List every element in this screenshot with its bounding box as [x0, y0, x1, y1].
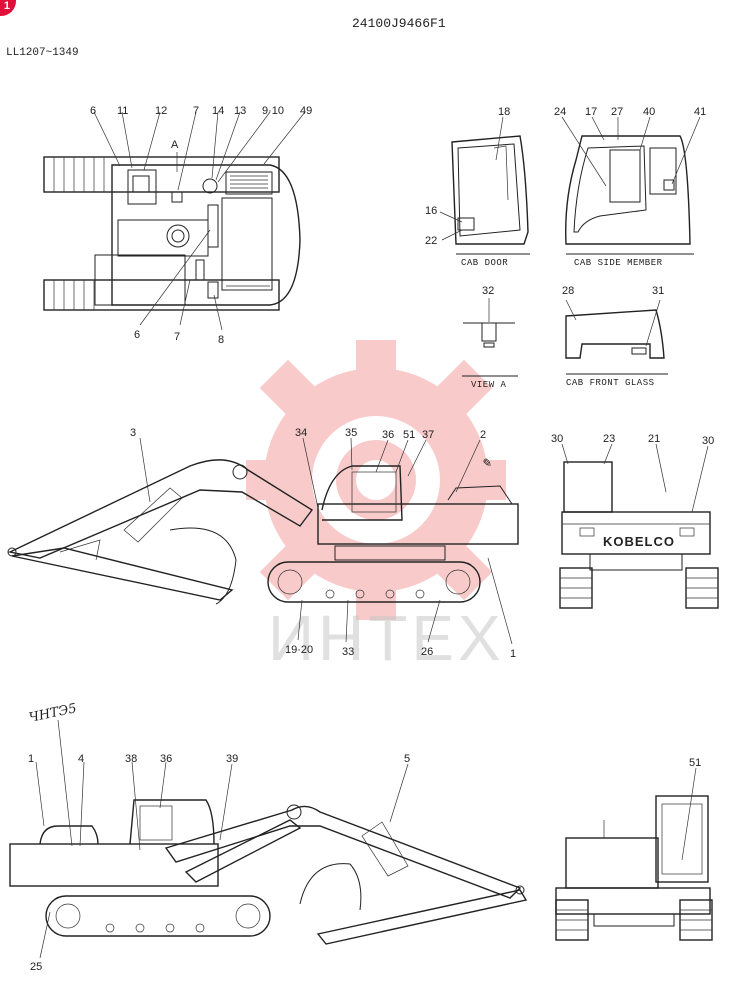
serial-range: LL1207~1349 [6, 47, 79, 59]
callout: 3 [130, 427, 136, 439]
callout: 35 [345, 427, 357, 439]
left-side-view: ✎ 3 34 35 36 51 37 2 19·20 33 26 1 [7, 427, 519, 660]
callout: 9·10 [262, 105, 284, 117]
callout: 5 [404, 753, 410, 765]
callout: 11 [117, 105, 128, 117]
top-view: A 6 11 12 7 14 13 9·10 49 6 7 [43, 105, 312, 346]
callout: 2 [480, 429, 486, 441]
callout: 26 [421, 646, 433, 658]
rear-brand-logo: KOBELCO [603, 534, 675, 549]
callout: 36 [160, 753, 172, 765]
callout: 12 [155, 105, 167, 117]
callout: 25 [30, 961, 42, 973]
right-side-view: ЧНТЭ5 1 4 [9, 701, 528, 973]
cab-side-member-caption: CAB SIDE MEMBER [574, 258, 663, 268]
handwritten-mark: ✎ [480, 455, 492, 471]
callout: 49 [300, 105, 312, 117]
drawing-number: 24100J9466F1 [352, 16, 446, 31]
watermark-text: ИНТЕХ [268, 602, 505, 674]
callout: 6 [90, 105, 96, 117]
callout: 40 [643, 106, 655, 118]
watermark-gear-icon [246, 340, 506, 620]
callout: 17 [585, 106, 597, 118]
cab-side-member-view: CAB SIDE MEMBER 24 17 27 40 41 [554, 106, 706, 268]
cab-door-view: CAB DOOR 18 16 22 [425, 106, 530, 268]
callout: 27 [611, 106, 623, 118]
handwritten-mark-right: ЧНТЭ5 [28, 701, 78, 726]
callout: 7 [174, 331, 180, 343]
callout: 32 [482, 285, 494, 297]
callout: 22 [425, 235, 437, 247]
callout: 8 [218, 334, 224, 346]
callout: 28 [562, 285, 574, 297]
callout: 4 [78, 753, 84, 765]
callout: 24 [554, 106, 566, 118]
callout: 1 [510, 648, 516, 660]
callout: 30 [702, 435, 714, 447]
view-a-caption: VIEW A [471, 380, 507, 390]
front-view: 51 [555, 757, 713, 941]
callout: 33 [342, 646, 354, 658]
callout: 23 [603, 433, 615, 445]
cab-front-glass-view: CAB FRONT GLASS 28 31 [562, 285, 668, 388]
callout: 51 [403, 429, 415, 441]
callout: 41 [694, 106, 706, 118]
view-a: 32 VIEW A [462, 285, 518, 390]
cab-front-glass-caption: CAB FRONT GLASS [566, 378, 655, 388]
callout: 38 [125, 753, 137, 765]
callout: 7 [193, 105, 199, 117]
callout: 34 [295, 427, 307, 439]
callout: 18 [498, 106, 510, 118]
view-a-marker: A [171, 139, 179, 151]
callout: 39 [226, 753, 238, 765]
cab-door-caption: CAB DOOR [461, 258, 508, 268]
rear-view: KOBELCO 30 23 21 30 [551, 433, 719, 609]
callout: 37 [422, 429, 434, 441]
callout: 31 [652, 285, 664, 297]
callout: 6 [134, 329, 140, 341]
callout: 51 [689, 757, 701, 769]
callout: 36 [382, 429, 394, 441]
callout: 1 [28, 753, 34, 765]
callout: 13 [234, 105, 246, 117]
callout: 30 [551, 433, 563, 445]
callout: 16 [425, 205, 437, 217]
callout: 21 [648, 433, 660, 445]
callout: 14 [212, 105, 224, 117]
callout: 19·20 [285, 644, 313, 656]
